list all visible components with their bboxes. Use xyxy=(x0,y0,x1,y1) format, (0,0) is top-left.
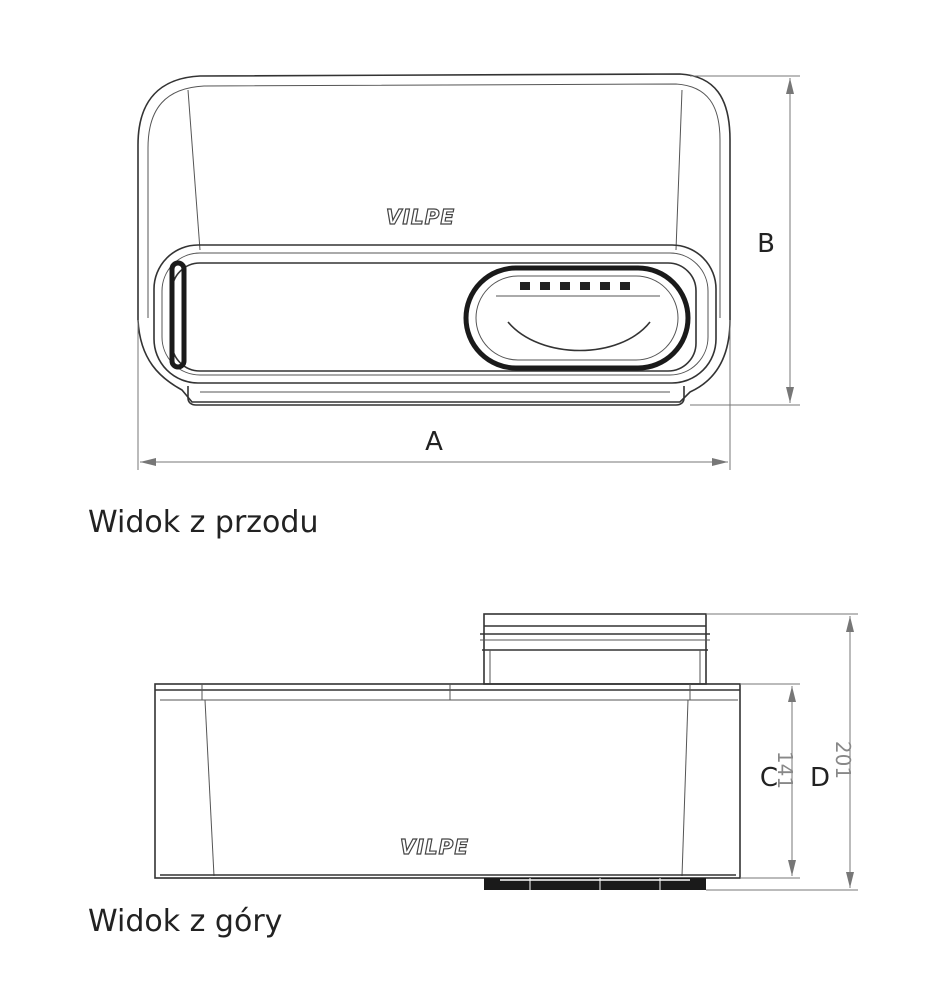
front-outlet-ring-inner xyxy=(475,275,679,361)
front-right-crease xyxy=(675,89,683,251)
front-housing-outline xyxy=(137,73,731,403)
top-body-left-crease xyxy=(204,699,215,877)
dimension-d: 201 D xyxy=(706,613,858,891)
dimension-a: A xyxy=(137,320,731,470)
front-vent-opening xyxy=(171,262,697,372)
front-outlet-slats xyxy=(520,282,630,290)
front-vent-band-inner xyxy=(161,252,709,376)
front-view-caption: Widok z przodu xyxy=(88,505,319,540)
top-view-drawing: VILPE xyxy=(154,613,741,890)
top-bottom-collar xyxy=(484,878,706,890)
dimension-b: B xyxy=(690,75,800,406)
front-logo: VILPE xyxy=(386,205,455,229)
top-logo: VILPE xyxy=(400,835,469,859)
front-outlet-ring xyxy=(463,265,691,371)
front-vent-left-edge xyxy=(169,260,187,370)
top-view-caption: Widok z góry xyxy=(88,904,283,939)
dimension-d-label: D xyxy=(810,763,830,793)
front-vent-band xyxy=(153,244,717,384)
top-spigot xyxy=(483,613,707,685)
dimension-c: 141 C xyxy=(740,683,800,879)
dimension-a-label: A xyxy=(425,427,443,457)
top-body xyxy=(154,683,741,879)
front-housing-inner-outline xyxy=(147,83,721,318)
dimension-d-value: 201 xyxy=(831,741,855,779)
front-view-drawing: VILPE xyxy=(137,73,731,406)
dimension-b-label: B xyxy=(757,229,775,259)
top-body-right-crease xyxy=(681,699,689,877)
dimension-c-label: C xyxy=(760,763,778,793)
front-base-plate xyxy=(187,386,685,406)
front-outlet-curve xyxy=(507,321,651,352)
front-left-crease xyxy=(187,89,201,251)
dimension-c-value: 141 xyxy=(773,751,797,789)
